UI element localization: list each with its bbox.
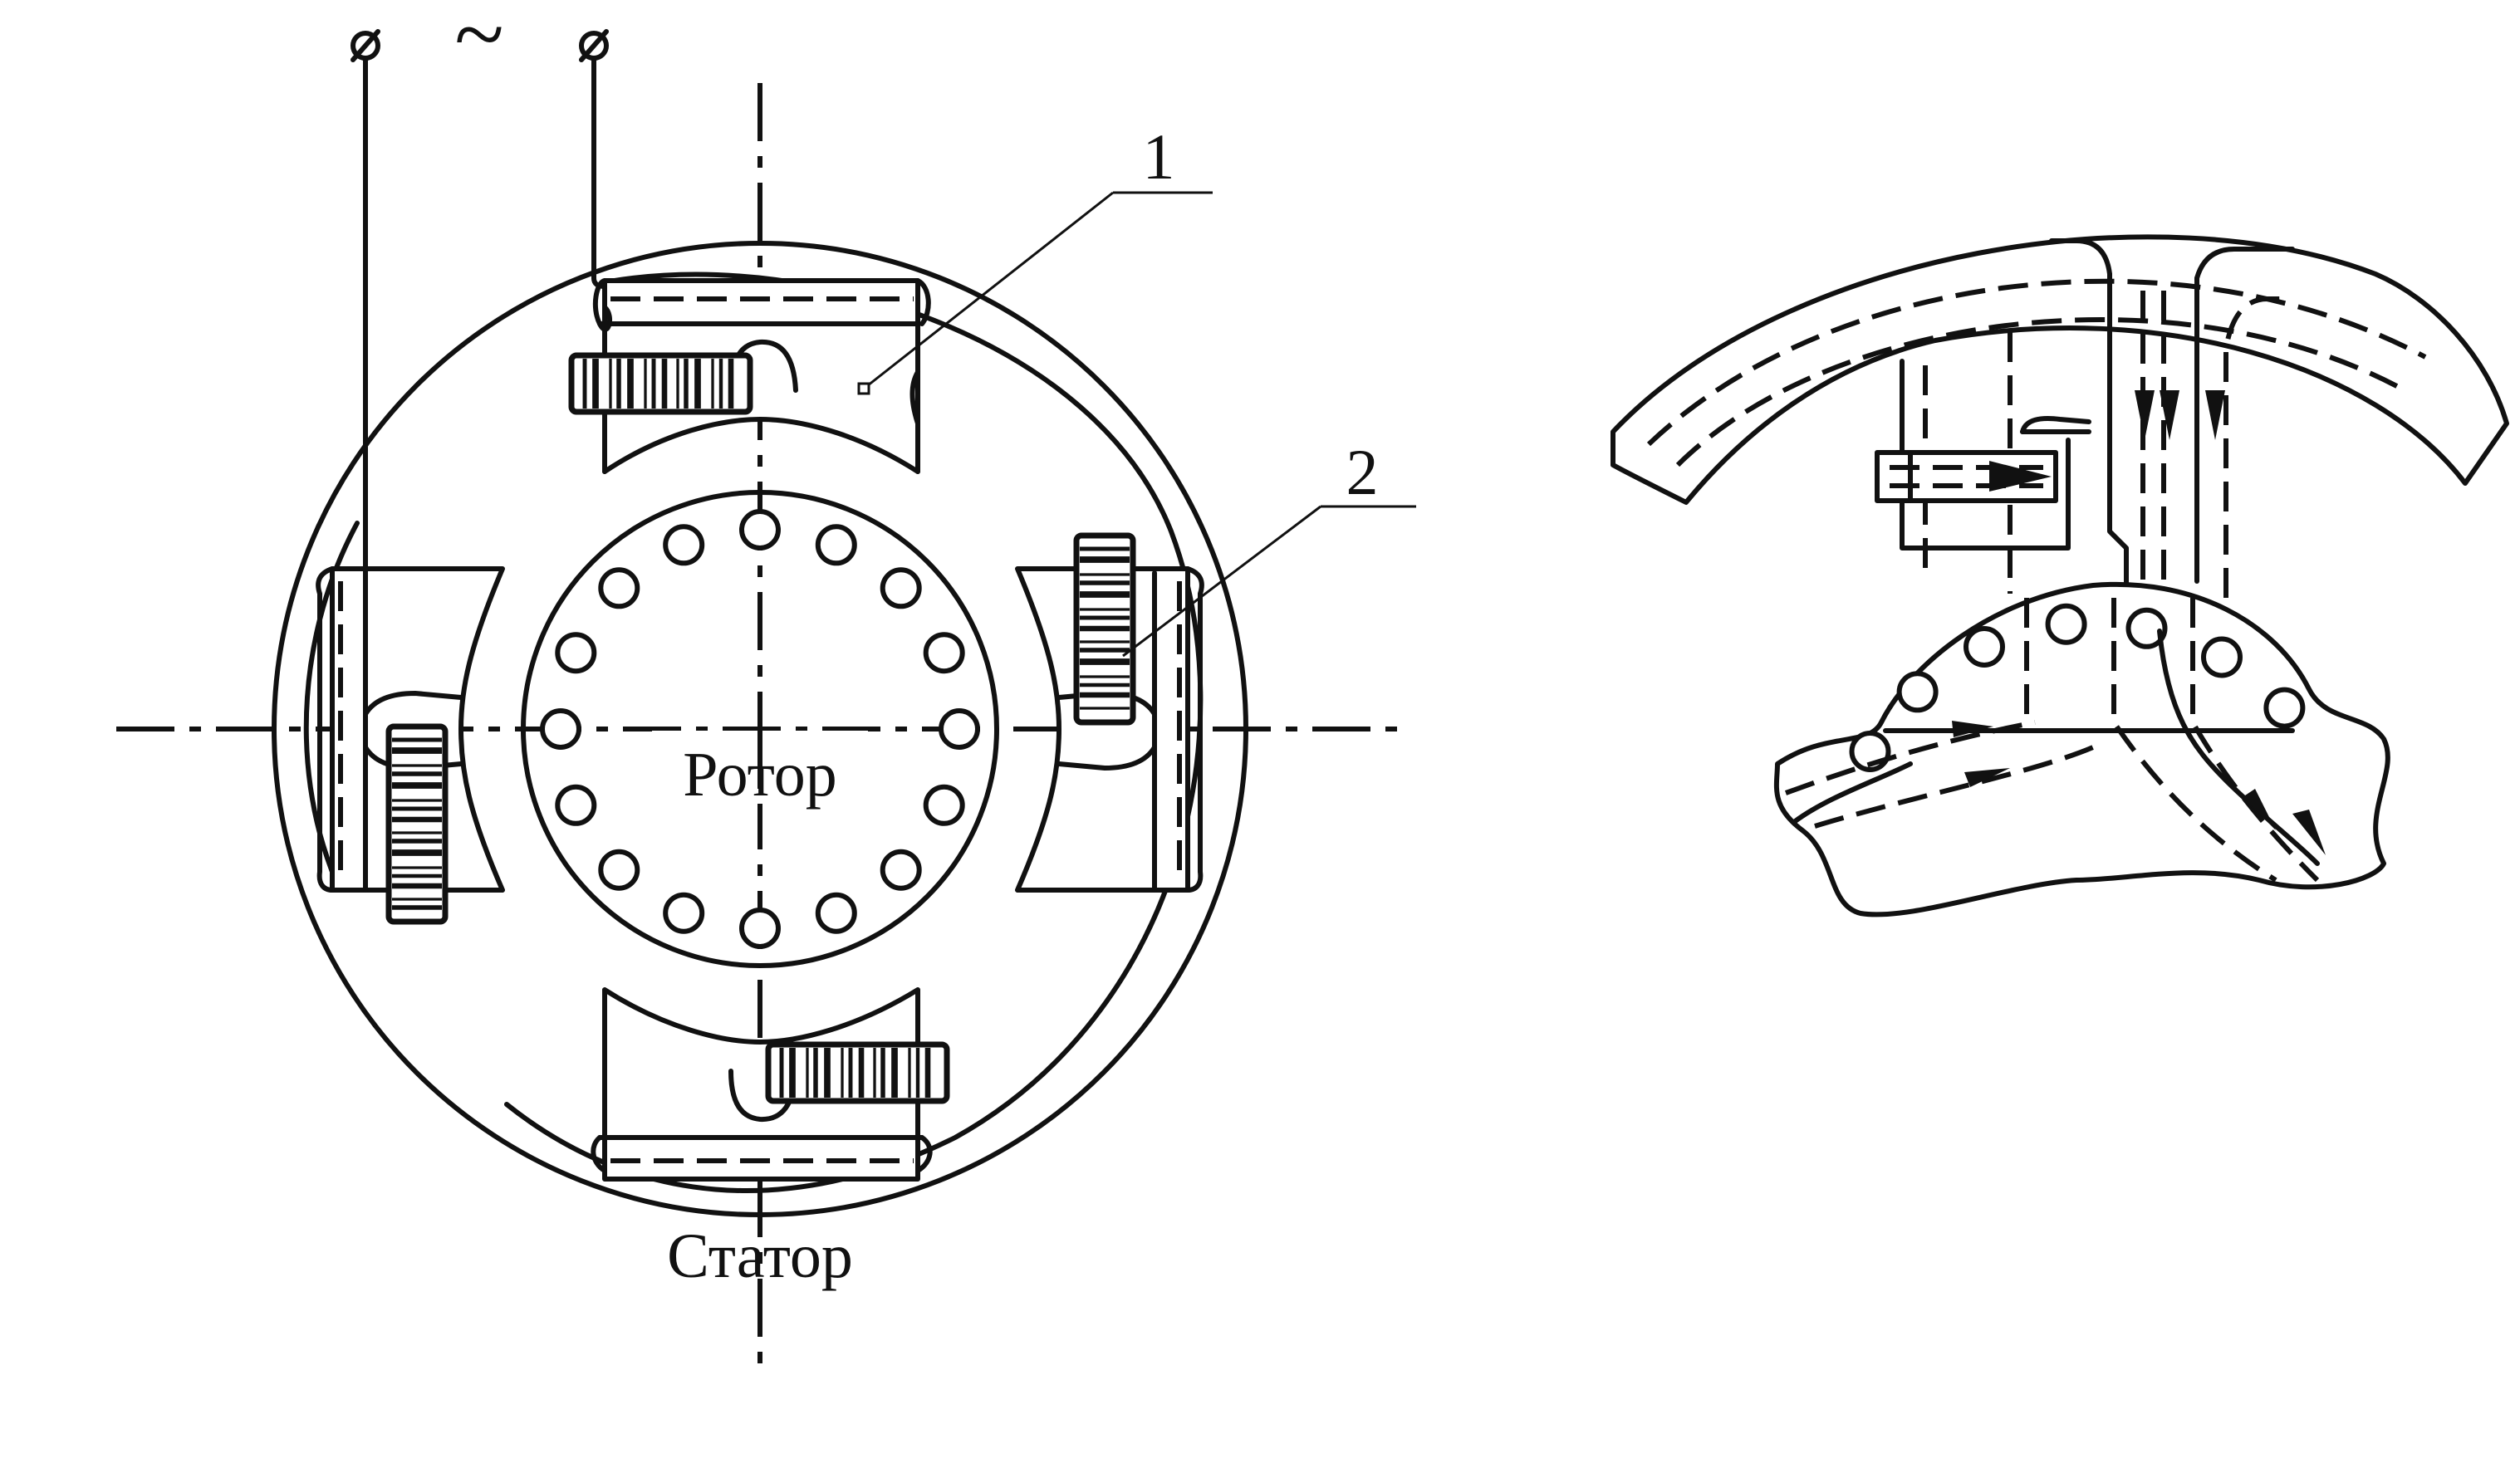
coil-left bbox=[385, 723, 449, 925]
rotor-bar-hole bbox=[555, 632, 597, 674]
rotor-fragment-hole bbox=[2045, 603, 2087, 645]
coil-bottom bbox=[765, 1041, 950, 1104]
machine-cross-section: ~ 1 2 Ротор Статор bbox=[116, 0, 1416, 1378]
rotor-bar-hole bbox=[663, 892, 705, 934]
rotor-bar-hole bbox=[555, 784, 597, 826]
rotor-fragment-hole bbox=[2201, 636, 2243, 678]
rotor-bar-hole bbox=[939, 708, 980, 750]
rotor-fragment-hole bbox=[1964, 626, 2005, 668]
rotor-bar-hole bbox=[880, 849, 922, 891]
rotor-bar-hole bbox=[815, 892, 857, 934]
rotor-label: Ротор bbox=[683, 740, 837, 810]
rotor-bar-hole bbox=[739, 509, 781, 550]
callout-2-label: 2 bbox=[1346, 436, 1379, 508]
detail-coil bbox=[1875, 450, 2058, 503]
callout-1-label: 1 bbox=[1143, 120, 1175, 193]
flux-arrow-down-3-icon bbox=[2205, 390, 2225, 440]
rotor-bar-hole bbox=[815, 524, 857, 566]
rotor-bar-hole bbox=[598, 567, 640, 609]
rotor-bar-hole bbox=[923, 784, 965, 826]
supply-leads bbox=[351, 29, 609, 718]
rotor-fragment-hole bbox=[2263, 687, 2306, 729]
flux-arrow-coil-icon bbox=[1989, 461, 2052, 492]
rotor-fragment-holes bbox=[1849, 603, 2306, 772]
flux-arrow-rotor-3-icon bbox=[2243, 789, 2276, 830]
callout-2: 2 bbox=[1122, 436, 1416, 658]
coil-top bbox=[568, 352, 753, 415]
rotor-bar-hole bbox=[540, 708, 581, 750]
coil-right bbox=[1073, 532, 1136, 726]
flux-path-detail bbox=[1611, 234, 2509, 917]
pole-top bbox=[592, 278, 931, 474]
rotor-fragment-hole bbox=[1896, 671, 1939, 713]
rotor-bar-hole bbox=[598, 849, 640, 891]
rotor-bar-hole bbox=[739, 908, 781, 949]
flux-arrow-rotor-4-icon bbox=[2292, 810, 2326, 855]
flux-arrow-rotor-1-icon bbox=[1952, 721, 1993, 737]
flux-arrow-down-2-icon bbox=[2160, 390, 2179, 440]
callout-1: 1 bbox=[857, 120, 1213, 395]
flux-arrow-down-1-icon bbox=[2135, 390, 2155, 440]
ac-symbol: ~ bbox=[454, 0, 504, 85]
stator-yoke-segment bbox=[1611, 234, 2509, 505]
flux-arrow-rotor-2-icon bbox=[1964, 768, 2010, 787]
rotor-bar-hole bbox=[663, 524, 705, 566]
stator-label: Статор bbox=[667, 1221, 853, 1291]
pole-right bbox=[1015, 566, 1204, 893]
rotor-bar-hole bbox=[880, 567, 922, 609]
rotor-fragment-hole bbox=[2125, 607, 2168, 649]
rotor-bar-hole bbox=[923, 632, 965, 674]
rotor-bar-holes bbox=[540, 509, 980, 949]
